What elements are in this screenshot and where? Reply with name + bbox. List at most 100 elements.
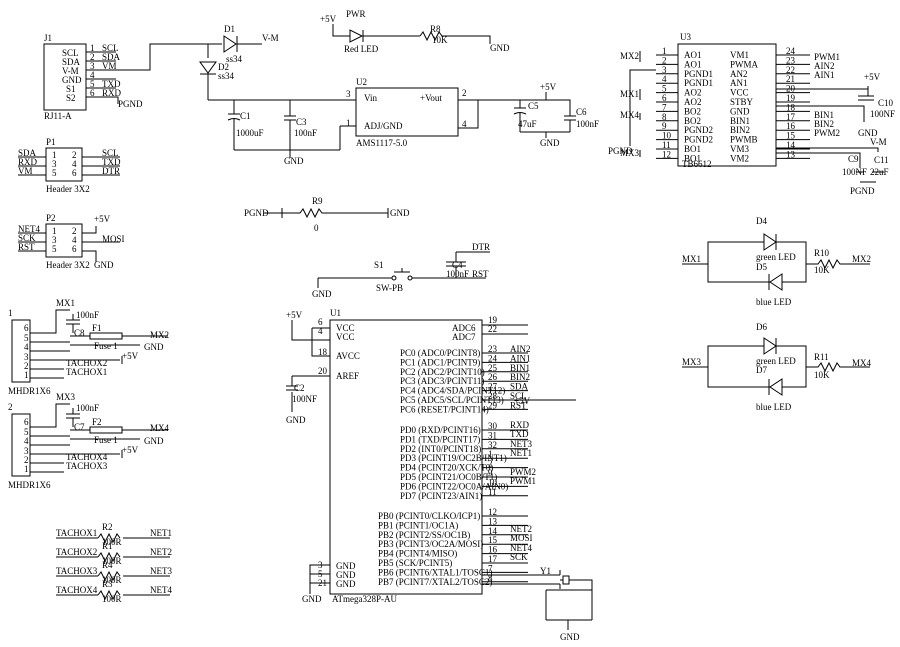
schematic-label: +5V: [540, 82, 557, 92]
u1-net-label: SDA: [510, 382, 529, 392]
u1-net-label: PWM2: [510, 467, 536, 477]
schematic-label: SCK: [18, 233, 36, 243]
schematic-label: C9: [848, 154, 859, 164]
u3-pin-name: PGND2: [684, 135, 713, 145]
resistor-value: 100R: [102, 537, 122, 547]
u3-pin-number: 15: [786, 131, 796, 141]
u3-pin-name: BIN1: [730, 116, 750, 126]
schematic-label: 4: [24, 342, 29, 352]
schematic-label: 10K: [814, 370, 830, 380]
u1-pin-name: PD6 (PCINT22/OC0A/AIN0): [400, 481, 508, 491]
u3-pin-name: STBY: [730, 97, 754, 107]
schematic-label: 4: [72, 235, 77, 245]
j1-rj11-connector: J1 SCL SDA V-M GND S1 S2 RJ11-A 1 2 3 4 …: [43, 33, 222, 121]
schematic-shape: [116, 43, 222, 71]
u3-pin-number: 13: [786, 149, 796, 159]
u3-pin-name: BO2: [684, 106, 701, 116]
schematic-label: Header 3X2: [46, 260, 90, 270]
u1-pin-number: 7: [488, 563, 493, 573]
u1-pin-name: PB5 (SCK/PCINT5): [378, 558, 452, 568]
schematic-label: 18: [318, 347, 328, 357]
schematic-label: AIN1: [814, 70, 835, 80]
schematic-shape: [349, 29, 364, 43]
schematic-label: D6: [756, 322, 767, 332]
u1-pin-name: PB1 (PCINT1/OC1A): [378, 520, 458, 530]
u1-pin-name: PC1 (ADC1/PCINT9): [400, 357, 480, 367]
schematic-label: 1: [24, 464, 29, 474]
schematic-shape: [199, 61, 217, 74]
u1-pin-number: 16: [488, 545, 498, 555]
schematic-shape: [769, 378, 783, 396]
schematic-label: blue LED: [756, 402, 792, 412]
u3-pin-number: 7: [662, 102, 667, 112]
schematic-label: C5: [528, 101, 539, 111]
schematic-label: C4: [452, 260, 463, 270]
schematic-shape: [116, 96, 119, 104]
schematic-label: 2: [8, 402, 13, 412]
u3-pin-name: PGND1: [684, 69, 713, 79]
schematic-label: GND: [286, 415, 306, 425]
schematic-label: U1: [330, 308, 341, 318]
diodes-d1-d2: D1 ss34 V-M D2 ss34: [199, 24, 279, 100]
schematic-label: ss34: [226, 54, 243, 64]
u1-atmega328p: U1 VCC VCC AVCC AREF GND GND GND ATmega3…: [286, 308, 593, 642]
schematic-label: C11: [874, 155, 889, 165]
u1-pin-number: 29: [488, 400, 498, 410]
schematic-label: 3: [24, 446, 29, 456]
schematic-label: GND: [390, 208, 410, 218]
schematic-label: 3: [24, 352, 29, 362]
u1-pin-number: 1: [488, 449, 493, 459]
schematic-label: +5V: [122, 351, 139, 361]
schematic-label: 100nF: [446, 269, 469, 279]
schematic-label: J1: [44, 33, 52, 43]
schematic-label: Fuse 1: [94, 341, 118, 351]
resistor-ref: R1: [102, 541, 113, 551]
schematic-label: C8: [74, 328, 85, 338]
schematic-label: MX4: [150, 423, 170, 433]
resistor-value: 100R: [102, 556, 122, 566]
schematic-label: TACHOX3: [66, 461, 108, 471]
schematic-label: MX2: [852, 254, 871, 264]
schematic-label: +5V: [122, 445, 139, 455]
schematic-shape: [629, 69, 656, 146]
schematic-shape: [391, 275, 397, 281]
r9-resistor: PGND R9 0 GND: [244, 196, 410, 233]
schematic-label: VCC: [336, 332, 355, 342]
u1-net-label: AIN2: [510, 344, 531, 354]
schematic-label: PWM2: [814, 128, 840, 138]
schematic-label: Header 3X2: [46, 184, 90, 194]
u3-pin-number: 19: [786, 93, 796, 103]
u1-pin-name: PC2 (ADC2/PCINT10): [400, 367, 485, 377]
u1-net-label: NET1: [510, 448, 532, 458]
u1-net-label: NET2: [510, 524, 532, 534]
schematic-label: MX3: [620, 148, 640, 158]
schematic-label: RST: [472, 269, 489, 279]
schematic-label: R10: [814, 248, 830, 258]
schematic-label: 47uF: [518, 119, 537, 129]
u3-pin-name: GND: [730, 106, 750, 116]
u3-pin-name: AN2: [730, 69, 748, 79]
schematic-label: VM: [102, 61, 117, 71]
u3-pin-name: AO2: [684, 88, 702, 98]
schematic-label: PGND: [850, 186, 875, 196]
schematic-label: V-M: [870, 137, 887, 147]
schematic-label: SDA: [102, 52, 121, 62]
schematic-label: GND: [144, 342, 164, 352]
u1-pin-name: PD3 (PCINT19/OC2B/INT1): [400, 453, 507, 463]
schematic-label: +5V: [286, 310, 303, 320]
schematic-label: 1: [24, 370, 29, 380]
tacho-net-label: TACHOX4: [56, 585, 98, 595]
resistor-value: 100R: [102, 575, 122, 585]
schematic-label: MOSI: [102, 234, 125, 244]
schematic-label: Vin: [364, 93, 377, 103]
schematic-label: V-M: [62, 66, 79, 76]
schematic-shape: [317, 268, 456, 288]
schematic-label: 5: [52, 168, 57, 178]
u1-pin-name: PB6 (PCINT6/XTAL1/TOSC1): [378, 567, 492, 577]
schematic-label: RXD: [102, 88, 122, 98]
led-pair-1: D4 green LED D5 blue LED MX1 R10 10K MX2: [682, 216, 871, 307]
schematic-label: 3: [52, 159, 57, 169]
schematic-label: SCL: [62, 48, 79, 58]
u1-pin-number: 9: [488, 468, 493, 478]
u3-pin-name: PWMA: [730, 59, 759, 69]
